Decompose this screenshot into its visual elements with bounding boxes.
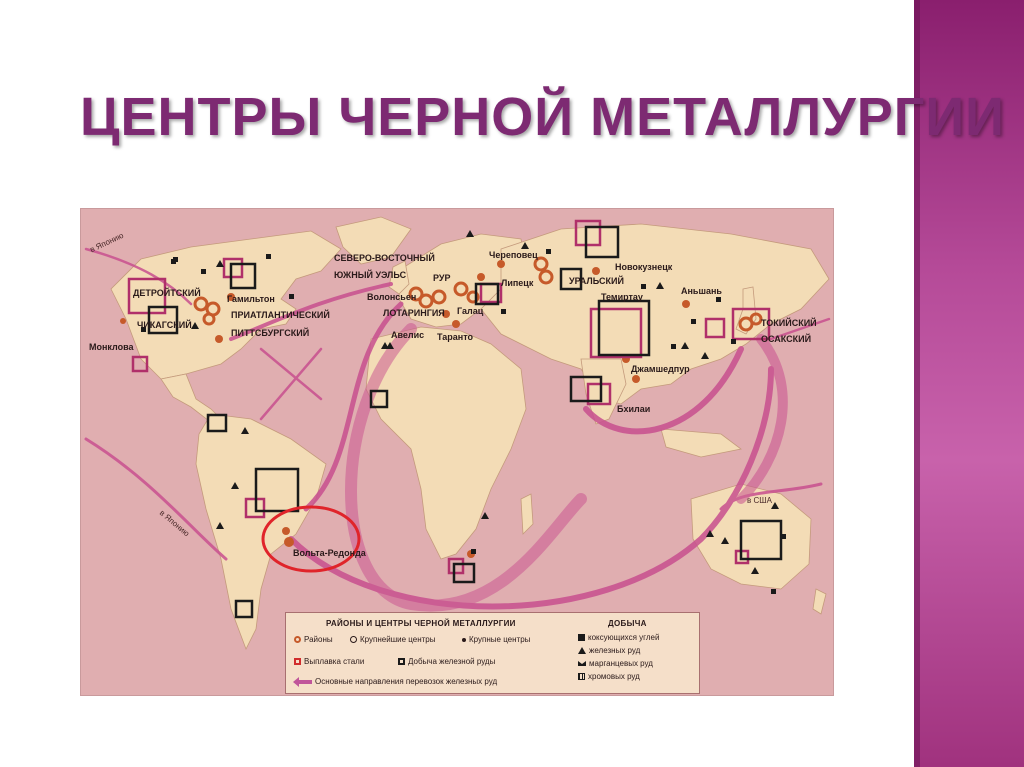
coal-markers	[141, 249, 786, 594]
greenland	[335, 216, 412, 265]
coal-icon	[578, 634, 585, 641]
city-aviles: Авелис	[391, 330, 425, 340]
city-jamshedpur: Джамшедпур	[631, 364, 690, 374]
district-ring-icon	[294, 636, 301, 643]
route-to-japan-sa	[84, 437, 228, 561]
route-arrow-icon	[293, 676, 312, 687]
label-south-wales: ЮЖНЫЙ УЭЛЬС	[334, 270, 407, 280]
side-decoration-band	[914, 0, 1024, 767]
iron-mining-square-icon	[398, 658, 405, 665]
slide-title: ЦЕНТРЫ ЧЕРНОЙ МЕТАЛЛУРГИИ	[80, 87, 1005, 147]
legend-chrome: хромовых руд	[578, 672, 640, 681]
label-chicago: ЧИКАГСКИЙ	[137, 320, 192, 330]
route-south-atlantic	[288, 366, 774, 610]
label-northeast: СЕВЕРО-ВОСТОЧНЫЙ	[334, 253, 435, 263]
legend-largest-centers-label: Крупнейшие центры	[360, 635, 436, 644]
city-temirtau: Темиртау	[601, 292, 643, 302]
city-hamilton: Гамильтон	[227, 294, 275, 304]
route-australia-japan	[736, 334, 788, 504]
legend-iron-ore: железных руд	[578, 646, 640, 655]
iron-ore-triangle-icon	[578, 647, 586, 654]
madagascar	[520, 493, 534, 535]
legend-coal: коксующихся углей	[578, 633, 659, 642]
land-masses	[110, 216, 830, 650]
city-bhilai: Бхилаи	[617, 404, 651, 414]
route-brazil-europe	[303, 301, 404, 512]
indonesia	[660, 428, 742, 458]
north-america	[110, 230, 342, 380]
label-osaka: ОСАКСКИЙ	[761, 334, 812, 344]
legend-iron-mining: Добыча железной руды	[398, 657, 495, 666]
iron-ore-triangles	[191, 230, 779, 574]
legend-routes-label: Основные направления перевозок железных …	[315, 677, 498, 686]
india	[580, 358, 627, 425]
route-to-usa	[719, 482, 823, 511]
legend-chrome-label: хромовых руд	[588, 672, 640, 681]
label-ruhr: РУР	[433, 273, 451, 283]
legend-title: РАЙОНЫ И ЦЕНТРЫ ЧЕРНОЙ МЕТАЛЛУРГИИ	[326, 619, 516, 628]
map-legend: РАЙОНЫ И ЦЕНТРЫ ЧЕРНОЙ МЕТАЛЛУРГИИ ДОБЫЧ…	[285, 612, 700, 694]
route-cross-atlantic-2	[259, 347, 323, 421]
district-rings	[193, 256, 763, 332]
legend-steel: Выплавка стали	[294, 657, 364, 666]
city-galati: Галац	[457, 306, 484, 316]
large-center-icon	[462, 637, 466, 642]
world-map: ДЕТРОЙТСКИЙ ЧИКАГСКИЙ ПРИАТЛАНТИЧЕСКИЙ П…	[80, 208, 834, 696]
label-lorraine: ЛОТАРИНГИЯ	[383, 308, 445, 318]
legend-manganese: марганцевых руд	[578, 659, 653, 668]
new-zealand	[812, 588, 827, 615]
route-india-japan	[583, 346, 744, 435]
city-cherepovets: Череповец	[489, 250, 538, 260]
center-dots	[120, 260, 690, 558]
route-to-japan-west	[84, 247, 193, 306]
city-anshan: Аньшань	[681, 286, 722, 296]
legend-coal-label: коксующихся углей	[588, 633, 660, 642]
legend-districts-label: Районы	[304, 635, 333, 644]
label-pittsburgh: ПИТТСБУРГСКИЙ	[231, 328, 310, 338]
label-atlantic: ПРИАТЛАНТИЧЕСКИЙ	[231, 310, 330, 320]
city-taranto: Таранто	[437, 332, 474, 342]
legend-steel-label: Выплавка стали	[304, 657, 365, 666]
city-volta-redonda: Вольта-Редонда	[293, 548, 366, 558]
legend-districts: Районы	[294, 635, 333, 644]
africa	[365, 326, 527, 560]
legend-manganese-label: марганцевых руд	[589, 659, 653, 668]
legend-routes: Основные направления перевозок железных …	[293, 676, 498, 687]
route-cross-atlantic-1	[259, 347, 323, 401]
legend-iron-mining-label: Добыча железной руды	[408, 657, 496, 666]
legend-iron-ore-label: железных руд	[589, 646, 641, 655]
legend-largest-centers: Крупнейшие центры	[350, 635, 435, 644]
city-novokuznetsk: Новокузнецк	[615, 262, 673, 272]
city-monclova: Монклова	[89, 342, 134, 352]
map-graphic	[84, 216, 831, 650]
iron-ore-squares	[147, 225, 783, 619]
route-label-to-usa: в США	[747, 496, 772, 505]
label-ural: УРАЛЬСКИЙ	[569, 276, 624, 286]
label-detroit: ДЕТРОЙТСКИЙ	[133, 288, 201, 298]
highlight-ellipse	[261, 505, 361, 573]
city-valenciennes: Волонсьен	[367, 292, 417, 302]
steel-square-icon	[294, 658, 301, 665]
legend-mining-title: ДОБЫЧА	[608, 619, 647, 628]
route-atlantic-na	[229, 282, 393, 341]
manganese-icon	[578, 661, 586, 666]
legend-large-centers-label: Крупные центры	[469, 635, 531, 644]
legend-large-centers: Крупные центры	[462, 635, 530, 644]
south-america	[195, 413, 327, 650]
chrome-icon	[578, 673, 585, 680]
label-tokyo: ТОКИЙСКИЙ	[761, 318, 817, 328]
steel-squares	[127, 219, 771, 575]
ore-routes	[84, 247, 831, 612]
largest-center-icon	[350, 636, 357, 643]
route-africa-loop	[345, 323, 587, 612]
route-pacific-east	[769, 317, 831, 341]
city-lipetsk: Липецк	[501, 278, 534, 288]
